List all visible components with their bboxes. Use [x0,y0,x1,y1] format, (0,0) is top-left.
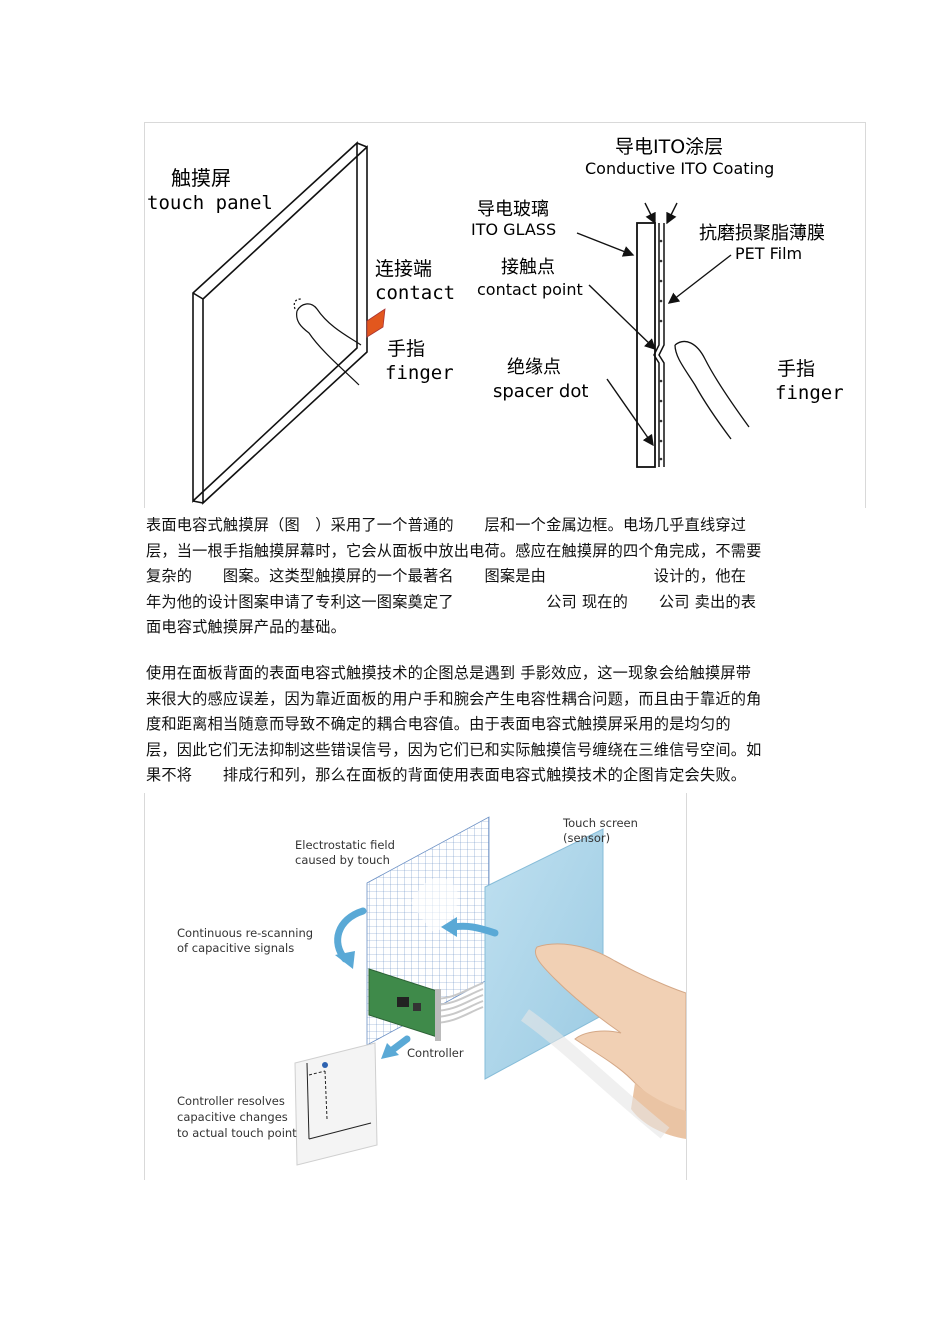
ito-coating-en-label: Conductive ITO Coating [585,159,774,178]
touch-point-graph [294,1042,378,1166]
paragraph-line: 使用在面板背面的表面电容式触摸技术的企图总是遇到 手影效应，这一现象会给触摸屏带 [146,664,752,682]
ito-coating-cn-label: 导电ITO涂层 [615,136,723,158]
ito-glass-en-label: ITO GLASS [471,220,556,239]
paragraph-line: 层，当一根手指触摸屏幕时，它会从面板中放出电荷。感应在触摸屏的四个角完成，不需要 [146,541,762,560]
touch-panel-illustration: 触摸屏 touch panel 连接端 contact 手指 finger 导电… [147,136,844,505]
paragraph-line: 面电容式触摸屏产品的基础。 [146,618,347,637]
paragraph-line: 表面电容式触摸屏（图 ）采用了一个普通的 层和一个金属边框。电场几乎直线穿过 [146,516,747,534]
finger-left-cn-label: 手指 [387,338,425,360]
paragraph-line: 来很大的感应误差，因为靠近面板的用户手和腕会产生电容性耦合问题，而且由于靠近的角 [146,689,762,708]
touch-panel-en-label: touch panel [147,192,273,214]
touch-screen-label-line2: (sensor) [563,831,610,845]
resolves-label-line3: to actual touch point [177,1126,297,1140]
electrostatic-label-line1: Electrostatic field [295,838,395,852]
touch-screen-label-line1: Touch screen [562,816,638,830]
paragraph-line: 度和距离相当随意而导致不确定的耦合电容值。由于表面电容式触摸屏采用的是均匀的 [146,715,731,734]
contact-point-en-label: contact point [477,280,583,299]
paragraph-line: 层，因此它们无法抑制这些错误信号，因为它们已和实际触摸信号缠绕在三维信号空间。如 [146,740,762,759]
contact-cn-label: 连接端 [375,258,432,280]
paragraph-surface-capacitive-intro: 表面电容式触摸屏（图 ）采用了一个普通的 层和一个金属边框。电场几乎直线穿过 层… [146,513,810,641]
touch-panel-cn-label: 触摸屏 [171,166,231,190]
pet-film-cn-label: 抗磨损聚脂薄膜 [699,223,825,244]
electrostatic-label-line2: caused by touch [295,853,390,867]
finger-right-en-label: finger [775,382,844,404]
capacitive-touch-diagram: 触摸屏 touch panel 连接端 contact 手指 finger 导电… [144,122,866,508]
finger-right-cn-label: 手指 [777,358,815,380]
touch-panel-drawing [192,141,368,505]
rescanning-label-line2: of capacitive signals [177,941,294,955]
paragraph-line: 复杂的 图案。这类型触摸屏的一个最著名 图案是由 设计的，他在 [146,567,747,586]
paragraph-line: 果不将 排成行和列，那么在面板的背面使用表面电容式触摸技术的企图肯定会失败。 [146,766,747,785]
pet-film-en-label: PET Film [735,244,802,263]
spacer-dot-en-label: spacer dot [493,381,588,402]
finger-drawing-right [674,340,750,440]
resolves-label-line1: Controller resolves [177,1094,285,1108]
contact-point-cn-label: 接触点 [501,257,555,278]
resolves-label-line2: capacitive changes [177,1110,288,1124]
contact-tab [366,308,386,338]
rescanning-label-line1: Continuous re-scanning [177,926,313,940]
ito-glass-cn-label: 导电玻璃 [477,199,549,220]
spacer-dot-cn-label: 绝缘点 [507,357,561,378]
controller-label: Controller [407,1046,464,1060]
paragraph-hand-shadow-effect: 使用在面板背面的表面电容式触摸技术的企图总是遇到 手影效应，这一现象会给触摸屏带… [146,661,810,789]
paragraph-line: 年为他的设计图案申请了专利这一图案奠定了 公司 现在的 公司 卖出的表 [146,592,757,611]
contact-en-label: contact [375,282,455,304]
scanning-illustration: Electrostatic field caused by touch Touc… [177,816,687,1166]
hand-illustration [520,943,687,1139]
capacitive-scanning-diagram: Electrostatic field caused by touch Touc… [144,793,687,1180]
finger-drawing-left [293,298,362,386]
finger-left-en-label: finger [385,362,454,384]
